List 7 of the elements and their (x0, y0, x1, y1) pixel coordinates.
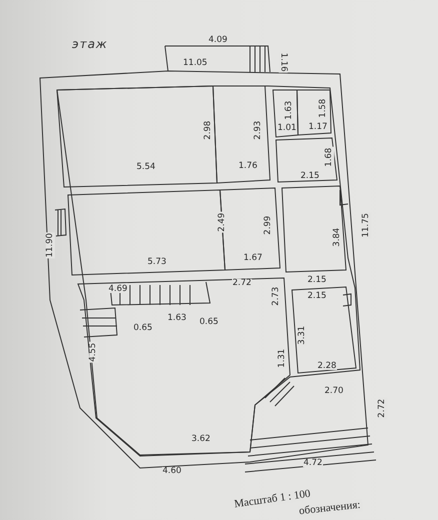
dimension-label: 11.75 (362, 212, 370, 238)
dimension-label: 1.16 (278, 51, 288, 72)
dimension-label: 11.05 (182, 58, 208, 67)
dimension-label: 11.90 (46, 232, 54, 258)
dimension-label: 5.73 (146, 258, 168, 266)
floor-title: этаж (72, 38, 108, 50)
dimension-label: 2.72 (232, 278, 252, 287)
